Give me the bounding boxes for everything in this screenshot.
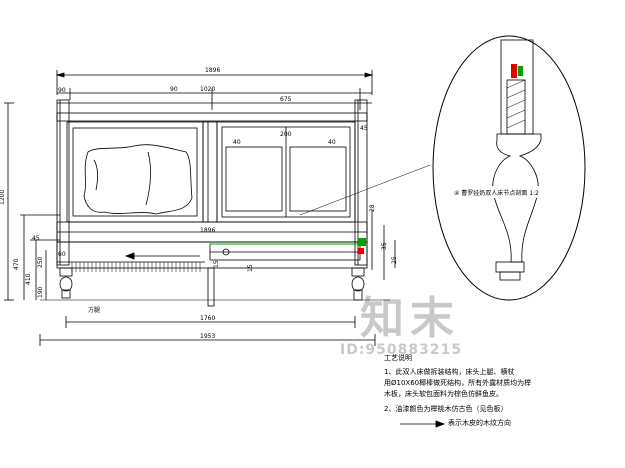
dim-text-edge-45: 45 xyxy=(360,125,368,132)
ground-note-label: 方腿 xyxy=(88,306,100,314)
dim-text-overall: 1896 xyxy=(205,67,220,74)
upholstered-panel xyxy=(66,121,204,223)
legend-grain-arrow xyxy=(400,420,446,428)
notes-line-2: 用Ø10X60椰棒做死结构，所有外露材质均为榉 xyxy=(384,379,532,387)
dim-text-left-section: 1020 xyxy=(200,86,215,93)
detail-callout-circle xyxy=(432,35,586,301)
dim-text-center-gap: 200 xyxy=(280,131,292,138)
grain-arrow xyxy=(124,252,200,260)
notes-line-5: 表示木皮的木纹方向 xyxy=(448,419,511,427)
dim-text-rail-right: 40 xyxy=(328,139,336,146)
dim-text-35: 35 xyxy=(381,242,388,250)
dim-text-60: 60 xyxy=(58,251,66,258)
headboard-divider xyxy=(202,121,218,223)
watermark-logo: 知末 xyxy=(360,293,460,344)
left-headboard-post xyxy=(56,99,70,266)
notes-heading: 工艺说明 xyxy=(384,354,412,362)
notes-line-4: 2、油漆颜色为榉桃木仿古色（见色板） xyxy=(384,405,508,413)
dim-text-190: 190 xyxy=(37,286,44,298)
dim-text-15a: 15 xyxy=(213,260,220,268)
dim-overall-width xyxy=(55,70,374,95)
dim-text-rail-left: 40 xyxy=(233,139,241,146)
dimension-labels: 1896 90 1020 675 90 1896 40 40 200 45 12… xyxy=(0,67,398,340)
post-hatch xyxy=(506,79,526,129)
dim-right-vertical xyxy=(371,210,396,280)
dim-left-vertical xyxy=(4,102,60,301)
dim-text-height-total: 1200 xyxy=(0,190,6,205)
dim-text-1760: 1760 xyxy=(200,315,215,322)
dim-text-post-left: 90 xyxy=(58,87,66,94)
detail-label: ④ 曹罗娃奶双人床节点剖面 1:2 xyxy=(452,186,562,198)
dim-row-2 xyxy=(57,88,372,100)
side-rail-slats xyxy=(71,262,201,272)
detail-callout-text: ④ 曹罗娃奶双人床节点剖面 1:2 xyxy=(454,189,539,197)
dim-text-25: 25 xyxy=(391,256,398,264)
dim-bottom xyxy=(39,316,376,346)
callout-leader xyxy=(299,164,431,216)
dim-text-inner: 1896 xyxy=(200,227,215,234)
dim-text-15b: 15 xyxy=(247,264,254,272)
turned-legs xyxy=(59,267,365,307)
dim-row-3 xyxy=(57,99,372,110)
dim-text-1953: 1953 xyxy=(200,333,215,340)
dim-text-post-right: 90 xyxy=(170,86,178,93)
frame-panel xyxy=(216,121,356,223)
dim-text-250: 250 xyxy=(37,256,44,268)
dim-text-28: 28 xyxy=(369,204,376,212)
dim-text-410: 410 xyxy=(25,273,32,285)
notes-line-1: 1、此双人床做拆装结构，床头上腿、横杖 xyxy=(384,368,515,376)
dim-text-right-section: 675 xyxy=(280,96,292,103)
notes-line-3: 木板，床头软包面料为棕色仿鲜鱼皮。 xyxy=(384,390,503,398)
watermark-id: ID:950883215 xyxy=(340,342,463,358)
accent-marks xyxy=(210,64,523,254)
headboard-top-rail xyxy=(56,112,368,122)
dim-text-45: 45 xyxy=(32,235,40,242)
dim-text-470: 470 xyxy=(13,258,20,270)
rail-section xyxy=(209,243,361,261)
